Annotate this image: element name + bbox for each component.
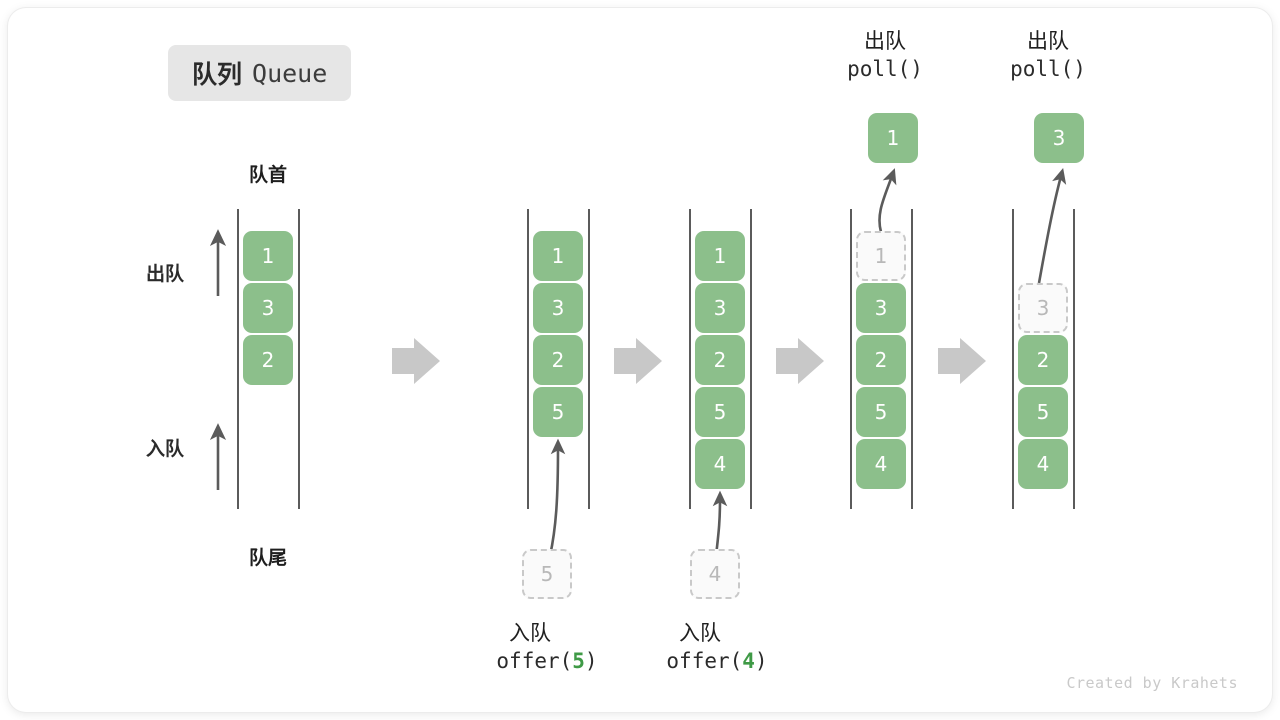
queue-item: 3 (856, 283, 906, 333)
incoming-ghost-item: 4 (690, 549, 740, 599)
offer-4-code-pre: offer( (666, 648, 743, 673)
offer-4-code-post: ) (754, 648, 768, 673)
queue-item: 4 (856, 439, 906, 489)
offer-5-caption-cn: 入队 (509, 621, 551, 645)
queue-item: 1 (695, 231, 745, 281)
dequeue-label: 出队 (146, 263, 185, 285)
poll-1-caption: 出队 poll() (805, 28, 965, 83)
watermark: Created by Krahets (1066, 674, 1238, 692)
poll-1-caption-code: poll() (847, 56, 923, 81)
offer-5-code-num: 5 (572, 648, 585, 673)
outgoing-item: 3 (1034, 113, 1084, 163)
incoming-ghost-item: 5 (522, 549, 572, 599)
queue-item: 4 (695, 439, 745, 489)
outgoing-item: 1 (868, 113, 918, 163)
queue-item: 5 (856, 387, 906, 437)
title-cn: 队列 (192, 60, 243, 89)
queue-item: 5 (695, 387, 745, 437)
queue-head-label: 队首 (248, 164, 287, 186)
queue-item: 3 (533, 283, 583, 333)
queue-item: 1 (243, 231, 293, 281)
title-en: Queue (252, 58, 328, 88)
poll-3-caption-code: poll() (1010, 56, 1086, 81)
enqueue-label: 入队 (146, 438, 185, 460)
queue-item: 1 (533, 231, 583, 281)
queue-tail-label: 队尾 (248, 547, 287, 569)
queue-item: 4 (1018, 439, 1068, 489)
offer-5-caption-code: offer(5) (447, 648, 647, 676)
queue-item: 2 (856, 335, 906, 385)
offer-4-caption-cn: 入队 (679, 621, 721, 645)
offer-4-caption: 入队 offer(4) (617, 620, 817, 675)
queue-item: 5 (533, 387, 583, 437)
queue-item: 2 (533, 335, 583, 385)
queue-item: 2 (1018, 335, 1068, 385)
queue-item: 2 (243, 335, 293, 385)
diagram-card (8, 8, 1272, 712)
offer-5-code-post: ) (584, 648, 598, 673)
title-badge: 队列 Queue (168, 45, 352, 101)
offer-5-code-pre: offer( (496, 648, 573, 673)
removed-ghost-item: 1 (856, 231, 906, 281)
poll-3-caption: 出队 poll() (968, 28, 1128, 83)
offer-4-caption-code: offer(4) (617, 648, 817, 676)
offer-4-code-num: 4 (742, 648, 755, 673)
offer-5-caption: 入队 offer(5) (447, 620, 647, 675)
queue-item: 2 (695, 335, 745, 385)
queue-item: 3 (695, 283, 745, 333)
poll-1-caption-cn: 出队 (864, 29, 906, 53)
removed-ghost-item: 3 (1018, 283, 1068, 333)
poll-3-caption-cn: 出队 (1027, 29, 1069, 53)
queue-item: 5 (1018, 387, 1068, 437)
queue-item: 3 (243, 283, 293, 333)
